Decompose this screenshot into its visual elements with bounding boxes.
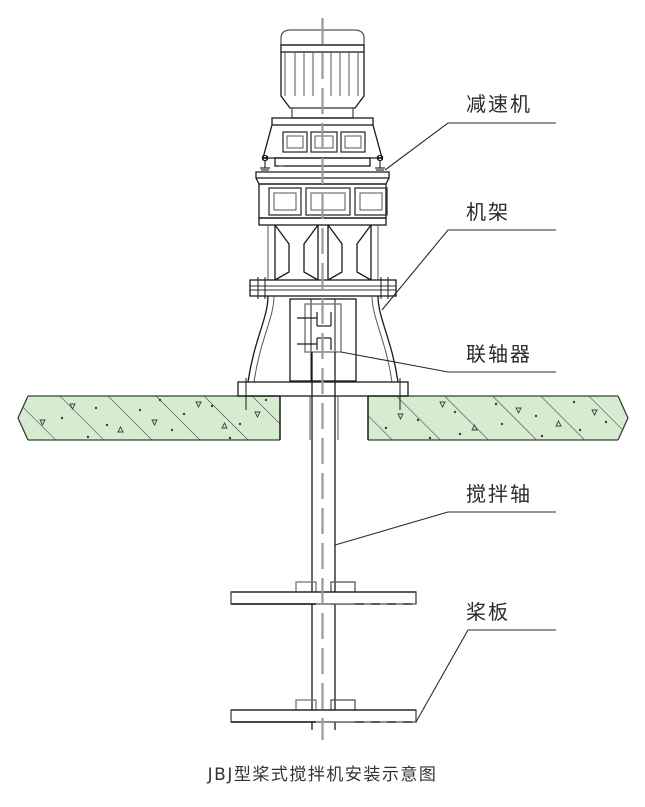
figure-caption: JBJ型桨式搅拌机安装示意图 — [207, 765, 438, 785]
callout-label-paddle: 桨板 — [466, 600, 510, 624]
leader-reducer — [384, 122, 556, 171]
gearbox-lower-windows — [268, 187, 388, 216]
floor-opening — [279, 396, 369, 440]
concrete-floor-left — [17, 395, 281, 441]
paddle-lower — [230, 699, 417, 723]
eyebolt-left — [260, 154, 270, 171]
coupling-block — [297, 303, 342, 353]
leader-coupling — [340, 351, 556, 373]
leader-frame — [381, 229, 556, 311]
eyebolt-right — [375, 154, 385, 171]
leader-shaft — [334, 511, 556, 546]
leader-lines — [334, 122, 556, 723]
agitator-shaft — [311, 352, 336, 730]
callout-label-coupling: 联轴器 — [466, 342, 532, 366]
gearbox-upper-windows — [282, 131, 366, 153]
callout-label-frame: 机架 — [466, 200, 510, 224]
aggregate-marks-left — [39, 398, 268, 440]
paddle-upper — [230, 581, 417, 605]
gearbox-lower-housing — [255, 171, 390, 226]
leader-paddle — [415, 629, 556, 723]
callout-label-reducer: 减速机 — [466, 92, 532, 116]
gearbox-support-legs — [267, 224, 379, 281]
aggregate-marks-right — [384, 400, 608, 440]
callout-label-shaft: 搅拌轴 — [466, 482, 532, 506]
concrete-floor-right — [367, 395, 629, 441]
